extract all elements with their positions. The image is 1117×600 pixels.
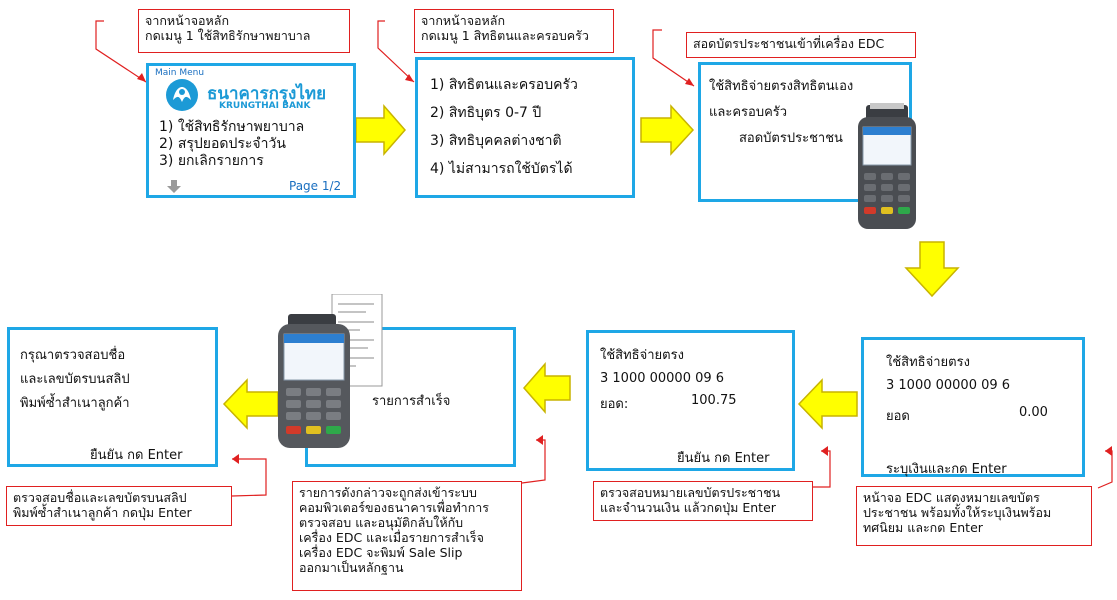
main-menu-header: Main Menu [155, 68, 205, 78]
leader-2-head [405, 74, 414, 82]
enter-amount-label: ยอด [886, 409, 910, 424]
leader-6-head [536, 435, 543, 445]
note-self-family-line1: จากหน้าจอหลัก [421, 13, 506, 28]
note-enter-amount-line1: หน้าจอ EDC แสดงหมายเลขบัตร [863, 490, 1040, 505]
note-verify-slip-line1: ตรวจสอบชื่อและเลขบัตรบนสลิป [13, 490, 187, 505]
transaction-success-text: รายการสำเร็จ [372, 394, 451, 409]
rights-menu-item-4[interactable]: 4) ไม่สามารถใช้บัตรได้ [430, 161, 573, 177]
note-main-menu: จากหน้าจอหลัก กดเมนู 1 ใช้สิทธิรักษาพยาบ… [138, 9, 350, 53]
main-menu-item-1[interactable]: 1) ใช้สิทธิรักษาพยาบาล [159, 119, 305, 135]
note-verify-id-line1: ตรวจสอบหมายเลขบัตรประชาชน [600, 485, 781, 500]
check-slip-line3: พิมพ์ซ้ำสำเนาลูกค้า [20, 396, 130, 411]
arrow-right-1 [355, 104, 406, 156]
arrow-left-1 [797, 378, 858, 430]
check-slip-confirm[interactable]: ยืนยัน กด Enter [90, 448, 183, 463]
edc-terminal-with-slip-image [276, 293, 388, 450]
leader-7 [231, 458, 267, 497]
note-transaction-sent: รายการดังกล่าวจะถูกส่งเข้าระบบ คอมพิวเตอ… [292, 481, 522, 591]
main-menu-item-3[interactable]: 3) ยกเลิกรายการ [159, 153, 264, 169]
screen-enter-amount: ใช้สิทธิจ่ายตรง 3 1000 00000 09 6 ยอด 0.… [861, 337, 1085, 477]
note-transaction-sent-line6: ออกมาเป็นหลักฐาน [299, 560, 404, 575]
screen-main-menu: Main Menu ธนาคารกรุงไทย KRUNGTHAI BANK 1… [146, 63, 356, 198]
note-main-menu-line2: กดเมนู 1 ใช้สิทธิรักษาพยาบาล [145, 28, 311, 43]
note-insert-card-line1: สอดบัตรประชาชนเข้าที่เครื่อง EDC [693, 36, 885, 51]
arrow-down-icon[interactable] [167, 180, 181, 193]
insert-card-line3: สอดบัตรประชาชน [739, 131, 843, 146]
note-self-family-line2: กดเมนู 1 สิทธิตนและครอบครัว [421, 28, 589, 43]
enter-amount-id: 3 1000 00000 09 6 [886, 378, 1011, 393]
leader-4-head [1105, 446, 1112, 456]
note-main-menu-line1: จากหน้าจอหลัก [145, 13, 230, 28]
note-transaction-sent-line3: ตรวจสอบ และอนุมัติกลับให้กับ [299, 515, 464, 530]
insert-card-line1: ใช้สิทธิจ่ายตรงสิทธิตนเอง [709, 79, 854, 94]
screen-confirm-amount: ใช้สิทธิจ่ายตรง 3 1000 00000 09 6 ยอด: 1… [586, 330, 795, 471]
insert-card-line2: และครอบครัว [709, 105, 788, 120]
check-slip-line2: และเลขบัตรบนสลิป [20, 372, 130, 387]
leader-3-head [685, 78, 694, 86]
note-transaction-sent-line2: คอมพิวเตอร์ของธนาคารเพื่อทำการ [299, 500, 490, 515]
leader-4 [1097, 450, 1113, 489]
arrow-right-2 [640, 104, 695, 156]
note-transaction-sent-line4: เครื่อง EDC และเมื่อรายการสำเร็จ [299, 530, 484, 545]
leader-2 [377, 20, 415, 83]
note-self-family: จากหน้าจอหลัก กดเมนู 1 สิทธิตนและครอบครั… [414, 9, 614, 53]
page-indicator: Page 1/2 [289, 179, 342, 193]
note-verify-slip: ตรวจสอบชื่อและเลขบัตรบนสลิป พิมพ์ซ้ำสำเน… [6, 486, 232, 526]
note-transaction-sent-line5: เครื่อง EDC จะพิมพ์ Sale Slip [299, 545, 463, 560]
rights-menu-item-1[interactable]: 1) สิทธิตนและครอบครัว [430, 77, 578, 93]
enter-amount-value[interactable]: 0.00 [1019, 405, 1048, 420]
note-verify-slip-line2: พิมพ์ซ้ำสำเนาลูกค้า กดปุ่ม Enter [13, 505, 192, 520]
note-insert-card: สอดบัตรประชาชนเข้าที่เครื่อง EDC [686, 32, 916, 58]
rights-menu-item-2[interactable]: 2) สิทธิบุตร 0-7 ปี [430, 105, 542, 121]
screen-check-slip: กรุณาตรวจสอบชื่อ และเลขบัตรบนสลิป พิมพ์ซ… [7, 327, 218, 467]
leader-1-head [137, 73, 146, 82]
confirm-amount-prompt[interactable]: ยืนยัน กด Enter [677, 451, 770, 466]
screen-rights-menu: 1) สิทธิตนและครอบครัว 2) สิทธิบุตร 0-7 ป… [415, 57, 635, 198]
note-verify-id-line2: และจำนวนเงิน แล้วกดปุ่ม Enter [600, 500, 776, 515]
enter-amount-prompt: ระบุเงินและกด Enter [886, 462, 1007, 477]
note-verify-id: ตรวจสอบหมายเลขบัตรประชาชน และจำนวนเงิน แ… [593, 481, 813, 521]
enter-amount-title: ใช้สิทธิจ่ายตรง [886, 355, 970, 370]
leader-5-head [821, 446, 828, 456]
bank-logo-icon [166, 79, 198, 111]
note-transaction-sent-line1: รายการดังกล่าวจะถูกส่งเข้าระบบ [299, 485, 477, 500]
note-enter-amount-line2: ประชาชน พร้อมทั้งให้ระบุเงินพร้อม [863, 505, 1052, 520]
confirm-amount-id: 3 1000 00000 09 6 [600, 371, 725, 386]
bank-name-thai: ธนาคารกรุงไทย [207, 84, 327, 104]
main-menu-item-2[interactable]: 2) สรุปยอดประจำวัน [159, 136, 286, 152]
rights-menu-item-3[interactable]: 3) สิทธิบุคคลต่างชาติ [430, 133, 562, 149]
confirm-amount-title: ใช้สิทธิจ่ายตรง [600, 348, 684, 363]
confirm-amount-label: ยอด: [600, 397, 629, 412]
check-slip-line1: กรุณาตรวจสอบชื่อ [20, 348, 126, 363]
note-enter-amount: หน้าจอ EDC แสดงหมายเลขบัตร ประชาชน พร้อม… [856, 486, 1092, 546]
edc-terminal-image [850, 103, 924, 231]
arrow-left-3 [222, 378, 279, 430]
leader-1 [95, 20, 147, 83]
arrow-down-1 [904, 241, 960, 298]
leader-5 [813, 450, 831, 488]
arrow-left-2 [523, 362, 571, 414]
leader-7-head [232, 454, 239, 464]
confirm-amount-value: 100.75 [691, 393, 737, 408]
leader-3 [652, 29, 695, 87]
bank-name-english: KRUNGTHAI BANK [219, 101, 311, 111]
note-enter-amount-line3: ทศนิยม และกด Enter [863, 520, 983, 535]
leader-6 [521, 439, 546, 484]
